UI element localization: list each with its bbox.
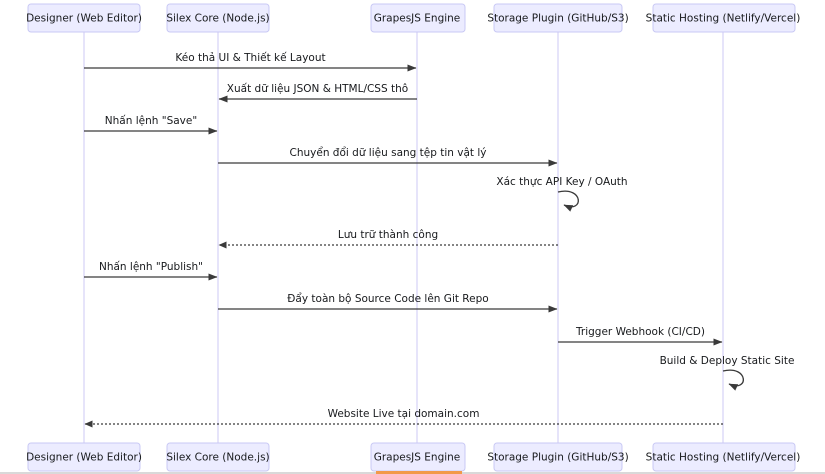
participant-label: Static Hosting (Netlify/Vercel) bbox=[646, 452, 801, 464]
message-10: Build & Deploy Static Site bbox=[660, 355, 795, 391]
lifelines-group bbox=[83, 32, 724, 443]
participant-label: Silex Core (Node.js) bbox=[166, 452, 269, 464]
participant-silex-top[interactable]: Silex Core (Node.js) bbox=[166, 3, 270, 33]
participant-box bbox=[652, 442, 796, 472]
participant-label: GrapesJS Engine bbox=[374, 13, 461, 25]
message-label: Đẩy toàn bộ Source Code lên Git Repo bbox=[287, 292, 488, 305]
message-1: Kéo thả UI & Thiết kế Layout bbox=[84, 52, 417, 72]
actor-boxes-top: Designer (Web Editor) Silex Core (Node.js… bbox=[26, 3, 801, 33]
participant-designer-bottom[interactable]: Designer (Web Editor) bbox=[26, 442, 142, 472]
participant-box bbox=[493, 442, 623, 472]
message-11: Website Live tại domain.com bbox=[84, 408, 723, 428]
participant-grapesjs-bottom[interactable]: GrapesJS Engine bbox=[370, 442, 466, 472]
participant-hosting-top[interactable]: Static Hosting (Netlify/Vercel) bbox=[646, 3, 801, 33]
participant-box bbox=[652, 3, 796, 33]
participant-box bbox=[370, 3, 466, 33]
active-tab-underline bbox=[376, 471, 462, 474]
participant-box bbox=[166, 442, 270, 472]
self-message-arrow bbox=[722, 369, 744, 391]
participant-box bbox=[166, 3, 270, 33]
participant-designer-top[interactable]: Designer (Web Editor) bbox=[26, 3, 142, 33]
participant-label: Designer (Web Editor) bbox=[26, 452, 142, 464]
message-4: Chuyển đổi dữ liệu sang tệp tin vật lý bbox=[218, 146, 558, 167]
message-label: Nhấn lệnh "Save" bbox=[105, 115, 197, 127]
message-3: Nhấn lệnh "Save" bbox=[84, 115, 218, 135]
participant-box bbox=[493, 3, 623, 33]
actor-boxes-bottom: Designer (Web Editor) Silex Core (Node.js… bbox=[26, 442, 801, 472]
message-label: Nhấn lệnh "Publish" bbox=[99, 261, 203, 273]
participant-grapesjs-top[interactable]: GrapesJS Engine bbox=[370, 3, 466, 33]
message-5: Xác thực API Key / OAuth bbox=[496, 176, 628, 212]
message-2: Xuất dữ liệu JSON & HTML/CSS thô bbox=[218, 83, 417, 103]
participant-label: Storage Plugin (GitHub/S3) bbox=[487, 13, 628, 25]
message-label: Xuất dữ liệu JSON & HTML/CSS thô bbox=[227, 83, 408, 95]
message-label: Trigger Webhook (CI/CD) bbox=[575, 326, 705, 338]
message-label: Xác thực API Key / OAuth bbox=[496, 176, 627, 188]
message-8: Đẩy toàn bộ Source Code lên Git Repo bbox=[218, 292, 558, 313]
message-label: Chuyển đổi dữ liệu sang tệp tin vật lý bbox=[290, 146, 487, 159]
participant-storage-top[interactable]: Storage Plugin (GitHub/S3) bbox=[487, 3, 629, 33]
participant-hosting-bottom[interactable]: Static Hosting (Netlify/Vercel) bbox=[646, 442, 801, 472]
participant-box bbox=[27, 3, 141, 33]
message-7: Nhấn lệnh "Publish" bbox=[84, 261, 218, 281]
message-label: Website Live tại domain.com bbox=[328, 408, 480, 420]
participant-label: Static Hosting (Netlify/Vercel) bbox=[646, 13, 801, 25]
message-9: Trigger Webhook (CI/CD) bbox=[558, 326, 723, 346]
message-6: Lưu trữ thành công bbox=[218, 229, 558, 249]
participant-silex-bottom[interactable]: Silex Core (Node.js) bbox=[166, 442, 270, 472]
participant-label: GrapesJS Engine bbox=[374, 452, 461, 464]
message-label: Lưu trữ thành công bbox=[338, 229, 438, 241]
self-message-arrow bbox=[557, 190, 579, 212]
participant-storage-bottom[interactable]: Storage Plugin (GitHub/S3) bbox=[487, 442, 629, 472]
message-label: Build & Deploy Static Site bbox=[660, 355, 795, 367]
participant-box bbox=[27, 442, 141, 472]
participant-label: Designer (Web Editor) bbox=[26, 13, 142, 25]
participant-label: Silex Core (Node.js) bbox=[166, 13, 269, 25]
participant-label: Storage Plugin (GitHub/S3) bbox=[487, 452, 628, 464]
bottom-strip bbox=[0, 469, 825, 474]
message-label: Kéo thả UI & Thiết kế Layout bbox=[175, 52, 325, 64]
